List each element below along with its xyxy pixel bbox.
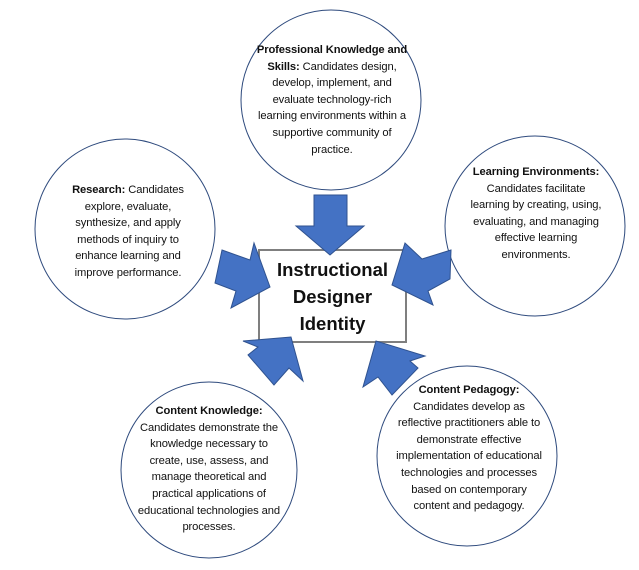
node-heading: Professional Knowledge and Skills:	[256, 44, 408, 73]
arrow-from-left-icon	[214, 241, 271, 310]
circle-content-knowledge	[120, 381, 298, 559]
arrow-from-right-icon	[391, 242, 452, 306]
node-heading: Learning Environments:	[472, 166, 600, 178]
node-heading: Content Knowledge:	[155, 405, 263, 417]
node-heading: Research:	[72, 184, 126, 196]
center-box	[258, 249, 407, 343]
node-body: Candidates facilitate learning by creati…	[470, 182, 602, 261]
node-learning-environments: Learning Environments: Candidates facili…	[468, 164, 604, 264]
arrow-from-bottom-right-icon	[362, 340, 427, 396]
circle-professional-knowledge	[240, 9, 422, 191]
arrow-from-bottom-left-icon	[242, 336, 304, 386]
circle-content-pedagogy	[376, 365, 558, 547]
node-body: Candidates design, develop, implement, a…	[257, 60, 407, 156]
circle-research	[34, 138, 216, 320]
arrow-down-icon	[294, 194, 366, 256]
node-body: Candidates develop as reflective practit…	[396, 400, 542, 513]
node-heading: Content Pedagogy:	[418, 384, 520, 396]
node-body: Candidates explore, evaluate, synthesize…	[74, 184, 184, 279]
node-professional-knowledge: Professional Knowledge and Skills: Candi…	[256, 42, 408, 158]
node-body: Candidates demonstrate the knowledge nec…	[137, 421, 281, 534]
circle-learning-environments	[444, 135, 626, 317]
node-research: Research: Candidates explore, evaluate, …	[58, 182, 198, 282]
center-title: Instructional Designer Identity	[276, 258, 388, 334]
node-content-knowledge: Content Knowledge: Candidates demonstrat…	[132, 403, 286, 536]
node-content-pedagogy: Content Pedagogy: Candidates develop as …	[394, 382, 544, 515]
